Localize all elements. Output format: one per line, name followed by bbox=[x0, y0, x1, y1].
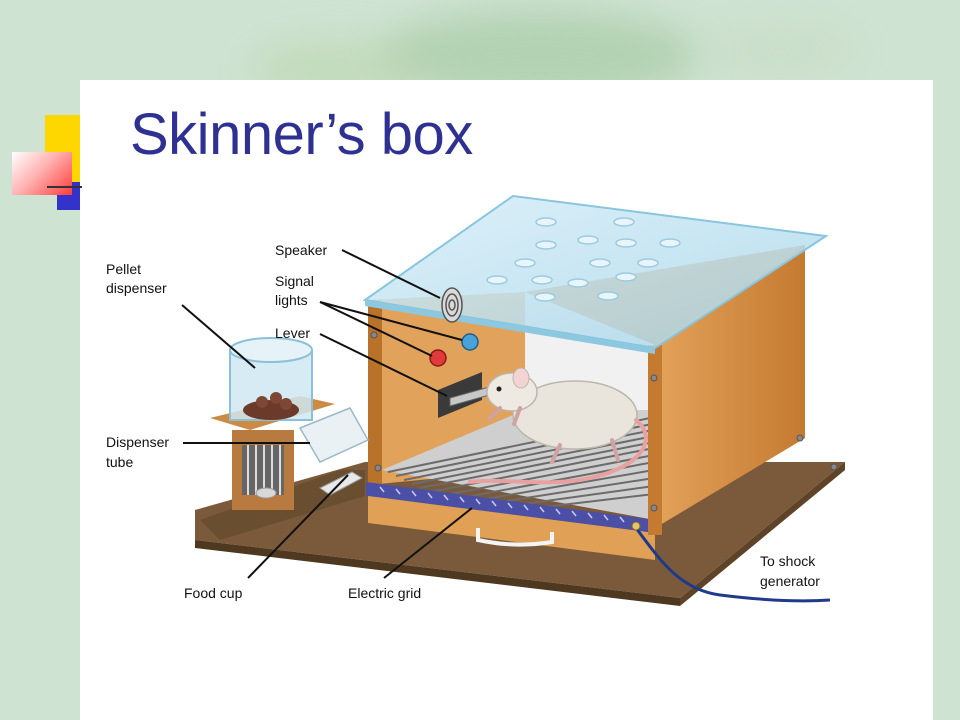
pellet-dispenser bbox=[210, 337, 335, 510]
glass-lid-edge bbox=[365, 300, 655, 354]
background-blob bbox=[700, 20, 860, 80]
electric-grid-strip bbox=[366, 482, 655, 533]
decor-line bbox=[47, 186, 82, 188]
lid-air-holes bbox=[486, 217, 681, 302]
base-board-edge bbox=[195, 540, 680, 606]
label-electric-grid: Electric grid bbox=[348, 585, 421, 601]
label-shock-generator-line1: To shock bbox=[760, 553, 816, 569]
base-board-edge-right bbox=[680, 462, 845, 606]
drawer-front bbox=[368, 496, 655, 560]
box-front-pillar bbox=[648, 345, 662, 535]
slide-title: Skinner’s box bbox=[130, 102, 473, 167]
label-dispenser-tube-line1: Dispenser bbox=[106, 434, 169, 450]
label-pellet-dispenser-line2: dispenser bbox=[106, 280, 167, 296]
label-food-cup: Food cup bbox=[184, 585, 243, 601]
label-pellet-dispenser-line1: Pellet bbox=[106, 261, 141, 277]
dispenser-tube bbox=[298, 407, 370, 463]
speaker-icon bbox=[441, 287, 463, 323]
rat-illustration bbox=[468, 367, 648, 485]
wire-connector bbox=[631, 521, 641, 531]
label-signal-lights-line2: lights bbox=[275, 292, 308, 308]
label-shock-generator-line2: generator bbox=[760, 573, 820, 589]
drawer-handle bbox=[476, 528, 554, 547]
shock-wire bbox=[634, 527, 831, 603]
box-right-wall bbox=[655, 245, 805, 528]
leader-lines bbox=[181, 249, 473, 579]
label-signal-lights-line1: Signal bbox=[275, 273, 314, 289]
signal-light-red bbox=[429, 349, 447, 367]
signal-light-blue bbox=[461, 333, 479, 351]
label-speaker: Speaker bbox=[275, 242, 327, 258]
label-lever: Lever bbox=[275, 325, 310, 341]
box-left-wall-front bbox=[368, 300, 382, 485]
electric-grid-ticks bbox=[379, 486, 625, 523]
label-dispenser-tube-line2: tube bbox=[106, 454, 133, 470]
screws bbox=[370, 331, 838, 512]
